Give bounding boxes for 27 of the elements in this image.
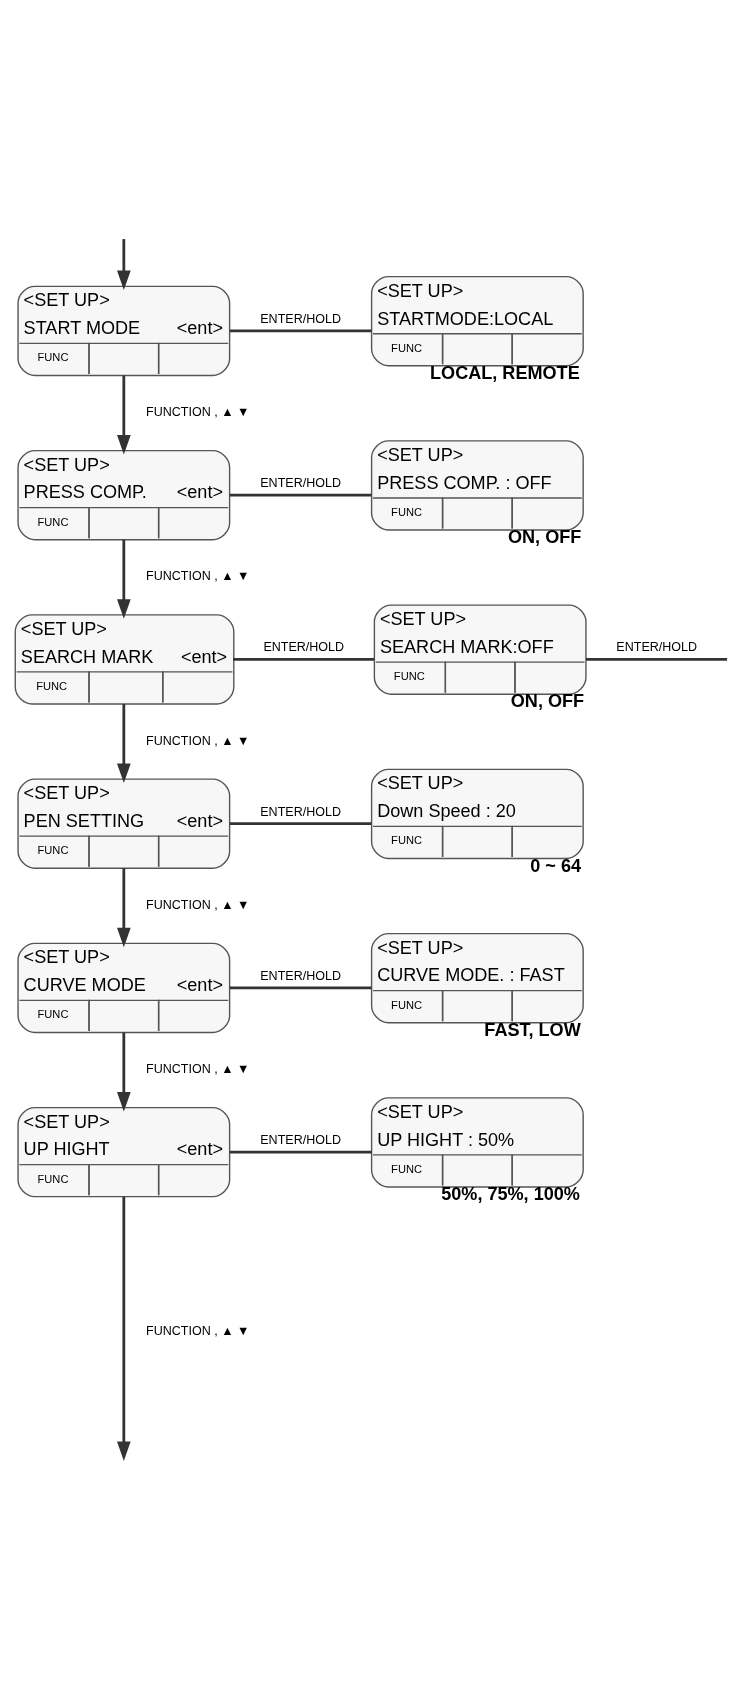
connector <box>229 329 371 332</box>
edge-label: FUNCTION , ▲ ▼ <box>145 568 249 583</box>
arrow <box>116 539 131 619</box>
edge-label: FUNCTION , ▲ ▼ <box>145 733 249 748</box>
edge-label: ENTER/HOLD <box>259 968 341 983</box>
edge-label: ENTER/HOLD <box>262 639 344 654</box>
connector <box>232 657 374 661</box>
edge-label: ENTER/HOLD <box>259 475 341 490</box>
connector <box>229 493 371 497</box>
arrow <box>116 375 131 455</box>
arrow <box>116 703 131 783</box>
edge-label: ENTER/HOLD <box>259 311 341 326</box>
connector <box>229 986 371 989</box>
arrow <box>116 1032 131 1112</box>
arrow <box>116 238 131 290</box>
edge-label: FUNCTION , ▲ ▼ <box>145 1323 249 1338</box>
edge-label: ENTER/HOLD <box>259 1132 341 1147</box>
arrow <box>116 867 131 947</box>
edge-label: ENTER/HOLD <box>615 639 697 654</box>
connector <box>229 1150 371 1154</box>
edge-label: FUNCTION , ▲ ▼ <box>145 1061 249 1076</box>
connector <box>585 657 727 661</box>
connector <box>229 821 371 825</box>
edge-label: FUNCTION , ▲ ▼ <box>145 404 249 419</box>
arrow <box>116 1196 131 1461</box>
edge-label: FUNCTION , ▲ ▼ <box>145 897 249 912</box>
edge-label: ENTER/HOLD <box>259 804 341 819</box>
